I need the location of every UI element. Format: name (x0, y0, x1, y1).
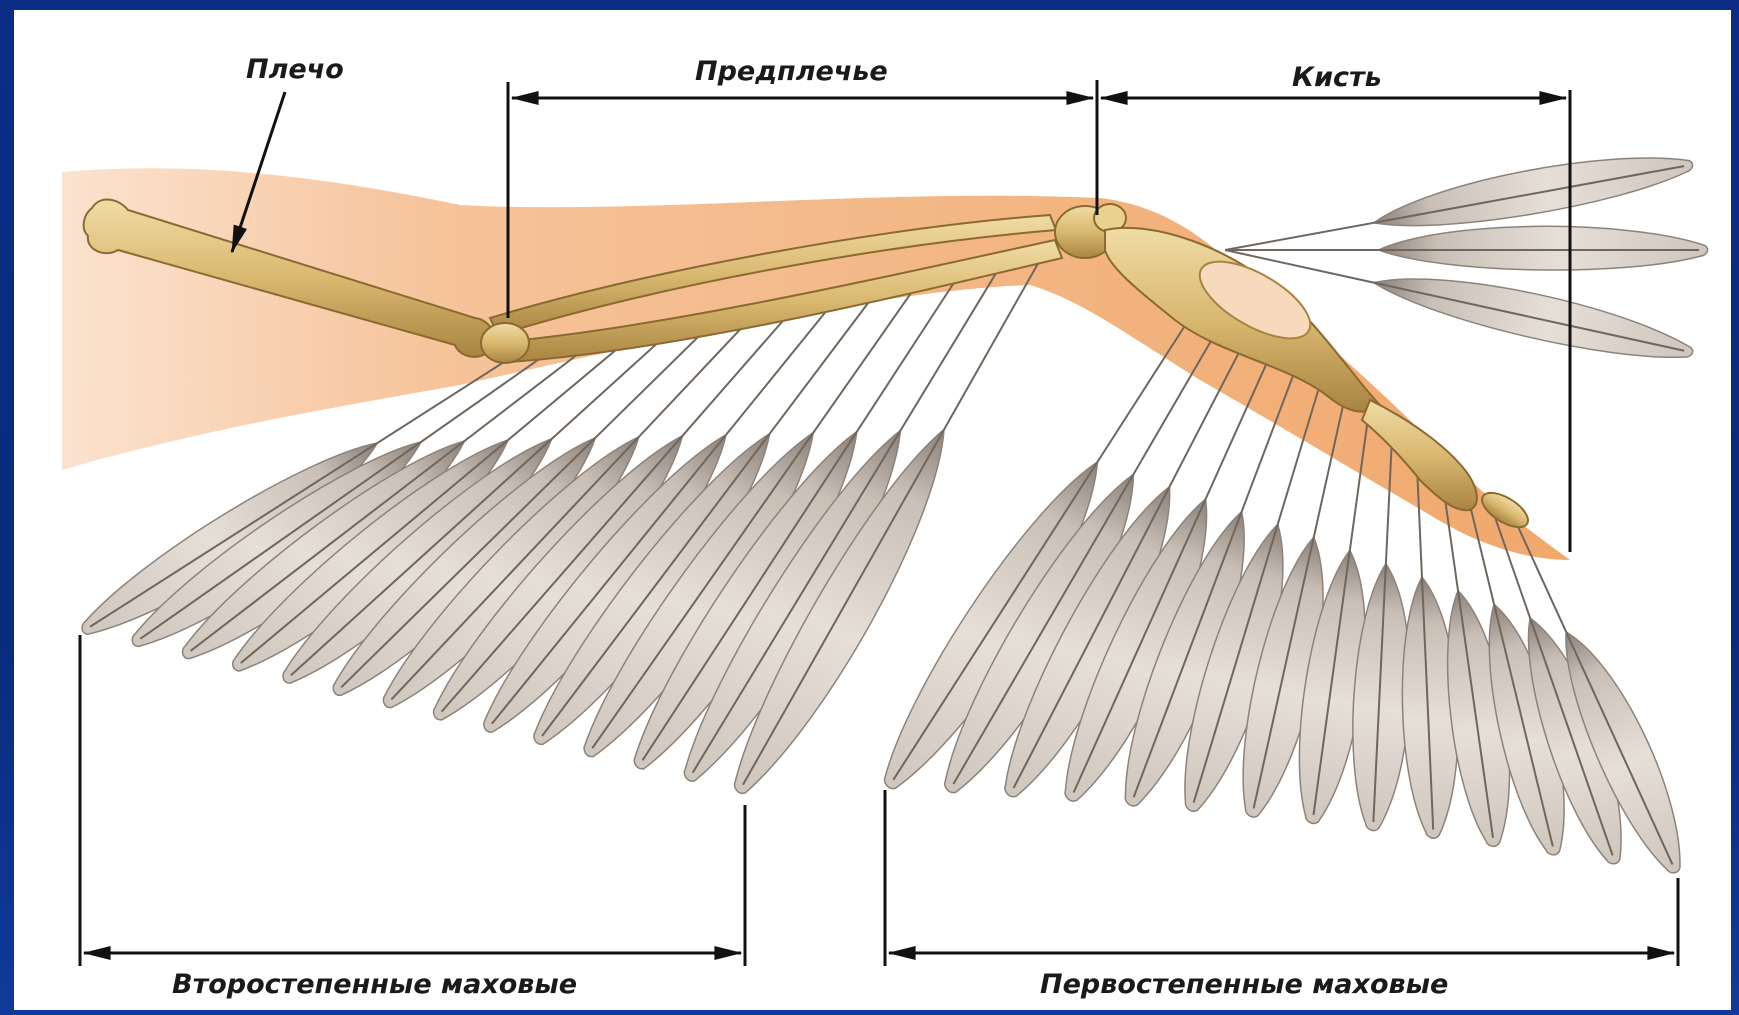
hand-label: Кисть (1292, 62, 1382, 93)
secondary-flight-feathers-label: Второстепенные маховые (172, 969, 577, 1000)
alula-feather (1225, 226, 1708, 270)
upper-arm-label: Плечо (246, 54, 344, 85)
elbow-joint (481, 323, 529, 363)
forearm-label: Предплечье (695, 56, 888, 87)
primary-flight-feathers-label: Первостепенные маховые (1040, 969, 1448, 1000)
